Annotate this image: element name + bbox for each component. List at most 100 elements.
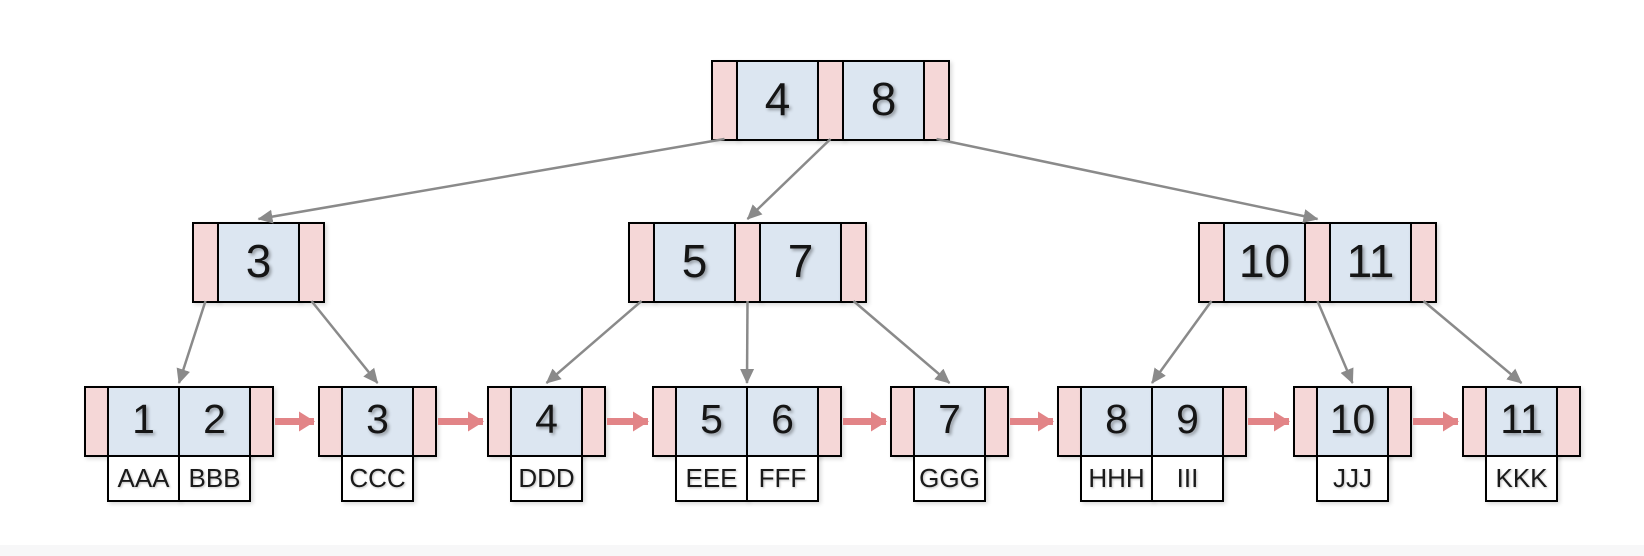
key-cell: 4 [736, 60, 819, 141]
record-cell: FFF [746, 455, 819, 502]
record-cell: JJJ [1316, 455, 1389, 502]
key-row: 3 [318, 386, 437, 457]
key-cell: 10 [1223, 222, 1306, 303]
internal-node-3: 3 [192, 222, 325, 303]
pointer-slot [734, 222, 761, 303]
record-cell: EEE [675, 455, 748, 502]
tree-edge [176, 300, 207, 384]
pointer-slot [1057, 386, 1082, 457]
tree-edge [1150, 300, 1213, 384]
pointer-slot [1198, 222, 1225, 303]
pointer-slot [652, 386, 677, 457]
pointer-slot [412, 386, 437, 457]
key-cell: 3 [341, 386, 414, 457]
pointer-slot [487, 386, 512, 457]
key-cell: 10 [1316, 386, 1389, 457]
pointer-slot [192, 222, 219, 303]
record-cell: GGG [913, 455, 986, 502]
record-row: KKK [1485, 455, 1581, 502]
tree-edge [257, 137, 725, 224]
pointer-slot [249, 386, 274, 457]
key-cell: 5 [675, 386, 748, 457]
key-row: 7 [890, 386, 1009, 457]
pointer-slot [628, 222, 655, 303]
record-cell: HHH [1080, 455, 1153, 502]
key-cell: 2 [178, 386, 251, 457]
key-cell: 4 [510, 386, 583, 457]
key-cell: 7 [759, 222, 842, 303]
key-cell: 8 [1080, 386, 1153, 457]
tree-edge [310, 300, 379, 384]
tree-edge [545, 300, 643, 384]
pointer-slot [890, 386, 915, 457]
key-cell: 3 [217, 222, 300, 303]
key-row: 4 [487, 386, 606, 457]
record-cell: KKK [1485, 455, 1558, 502]
pointer-slot [817, 386, 842, 457]
key-row: 3 [192, 222, 325, 303]
pointer-slot [1304, 222, 1331, 303]
key-row: 10 11 [1198, 222, 1437, 303]
record-cell: DDD [510, 455, 583, 502]
pointer-slot [923, 60, 950, 141]
record-cell: III [1151, 455, 1224, 502]
tree-edge [740, 300, 755, 384]
key-cell: 8 [842, 60, 925, 141]
tree-edge [1316, 300, 1354, 384]
record-cell: CCC [341, 455, 414, 502]
tree-edge [1422, 300, 1523, 384]
key-cell: 11 [1329, 222, 1412, 303]
record-row: DDD [510, 455, 606, 502]
record-cell: BBB [178, 455, 251, 502]
tree-edge [936, 137, 1319, 223]
record-row: CCC [341, 455, 437, 502]
key-cell: 9 [1151, 386, 1224, 457]
record-row: JJJ [1316, 455, 1412, 502]
pointer-slot [1410, 222, 1437, 303]
pointer-slot [711, 60, 738, 141]
pointer-slot [1462, 386, 1487, 457]
pointer-slot [1293, 386, 1318, 457]
pointer-slot [840, 222, 867, 303]
pointer-slot [318, 386, 343, 457]
pointer-slot [1222, 386, 1247, 457]
pointer-slot [817, 60, 844, 141]
footer-strip [0, 545, 1644, 556]
record-row: GGG [913, 455, 1009, 502]
key-row: 10 [1293, 386, 1412, 457]
tree-edge [746, 138, 832, 220]
record-cell: AAA [107, 455, 180, 502]
tree-edge [852, 300, 951, 384]
key-cell: 7 [913, 386, 986, 457]
key-cell: 1 [107, 386, 180, 457]
key-cell: 11 [1485, 386, 1558, 457]
pointer-slot [84, 386, 109, 457]
pointer-slot [581, 386, 606, 457]
pointer-slot [1387, 386, 1412, 457]
internal-node-10-11: 10 11 [1198, 222, 1437, 303]
key-cell: 5 [653, 222, 736, 303]
key-cell: 6 [746, 386, 819, 457]
pointer-slot [1556, 386, 1581, 457]
pointer-slot [298, 222, 325, 303]
key-row: 11 [1462, 386, 1581, 457]
